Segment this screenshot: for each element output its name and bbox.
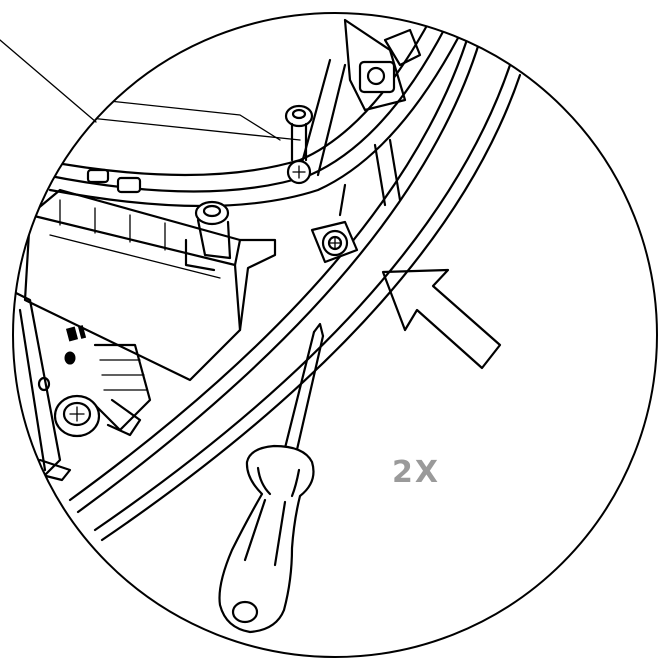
electronics-block — [23, 213, 242, 382]
screwdriver-icon — [218, 322, 325, 634]
lower-socket-screw — [53, 394, 101, 438]
leader-line — [0, 39, 97, 123]
housing-outer-band — [68, 28, 472, 502]
magnifier-circle — [12, 12, 658, 658]
magnified-detail — [13, 18, 522, 634]
frame-rim — [38, 18, 432, 177]
housing-screw — [310, 220, 359, 264]
module-markings — [37, 325, 87, 392]
top-bracket — [343, 18, 407, 112]
push-arrow — [381, 268, 502, 370]
standoff-screw — [284, 104, 314, 185]
quantity-label: 2X — [392, 455, 441, 490]
